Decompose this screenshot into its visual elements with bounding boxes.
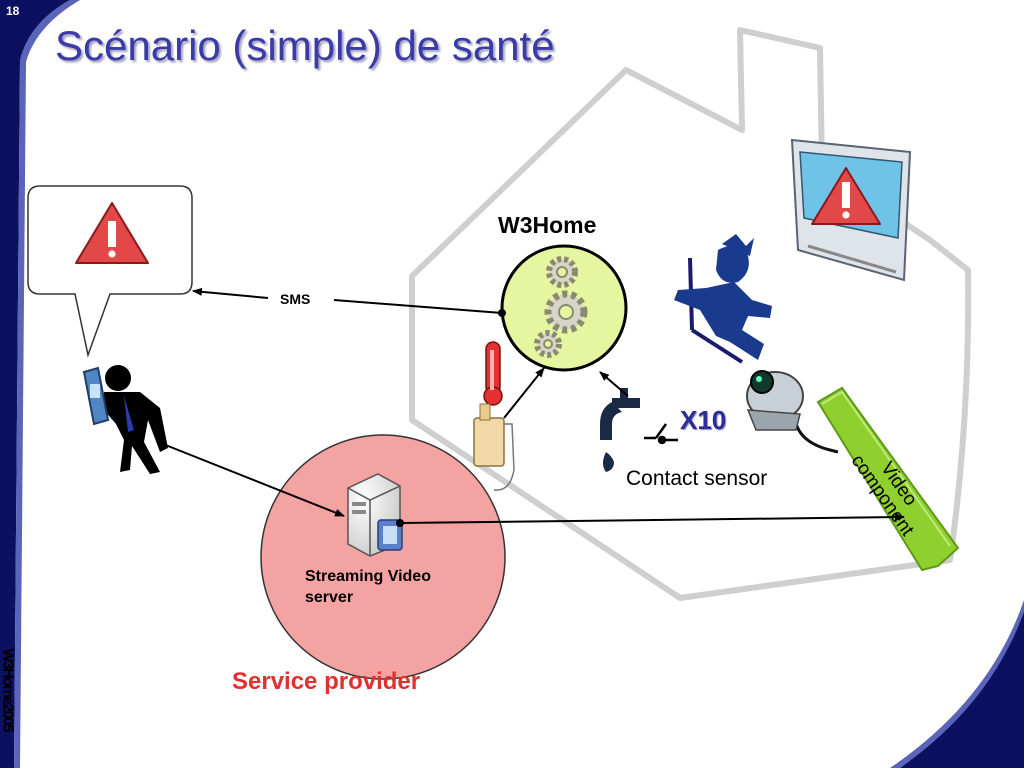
person-with-phone-icon xyxy=(82,365,168,474)
connectors xyxy=(162,287,905,524)
service-provider-circle xyxy=(260,434,506,680)
sensor-device-icon xyxy=(473,403,515,491)
server-to-video xyxy=(399,513,905,524)
faucet-icon xyxy=(600,388,640,472)
tv-icon xyxy=(790,138,912,282)
service-provider-label: Service provider xyxy=(232,668,421,695)
thermo-to-hub xyxy=(503,367,545,419)
server-icon xyxy=(347,473,403,557)
page-title: Scénario (simple) de santé xyxy=(55,22,555,69)
footer-label: W3Home2005 xyxy=(0,648,17,732)
home-label: W3Home xyxy=(498,212,597,238)
server-label: Streaming Video server xyxy=(305,568,431,606)
sms-line-left xyxy=(192,287,269,299)
slide-number: 18 xyxy=(6,4,20,18)
faucet-to-hub xyxy=(599,371,629,397)
switch-icon xyxy=(644,423,678,445)
speech-bubble xyxy=(27,185,193,358)
fallen-person-icon xyxy=(674,234,772,364)
person-to-server xyxy=(162,443,345,517)
warning-icon xyxy=(75,202,149,264)
sms-label: SMS xyxy=(280,291,311,307)
x10-label: X10 xyxy=(680,405,727,435)
thermometer-icon xyxy=(483,341,503,406)
sms-line-right xyxy=(333,299,503,314)
contact-sensor-label: Contact sensor xyxy=(626,467,768,490)
connector-dots xyxy=(159,309,506,527)
video-component-bar xyxy=(816,386,960,572)
gears-icon xyxy=(534,256,588,358)
camera-icon xyxy=(746,370,839,454)
